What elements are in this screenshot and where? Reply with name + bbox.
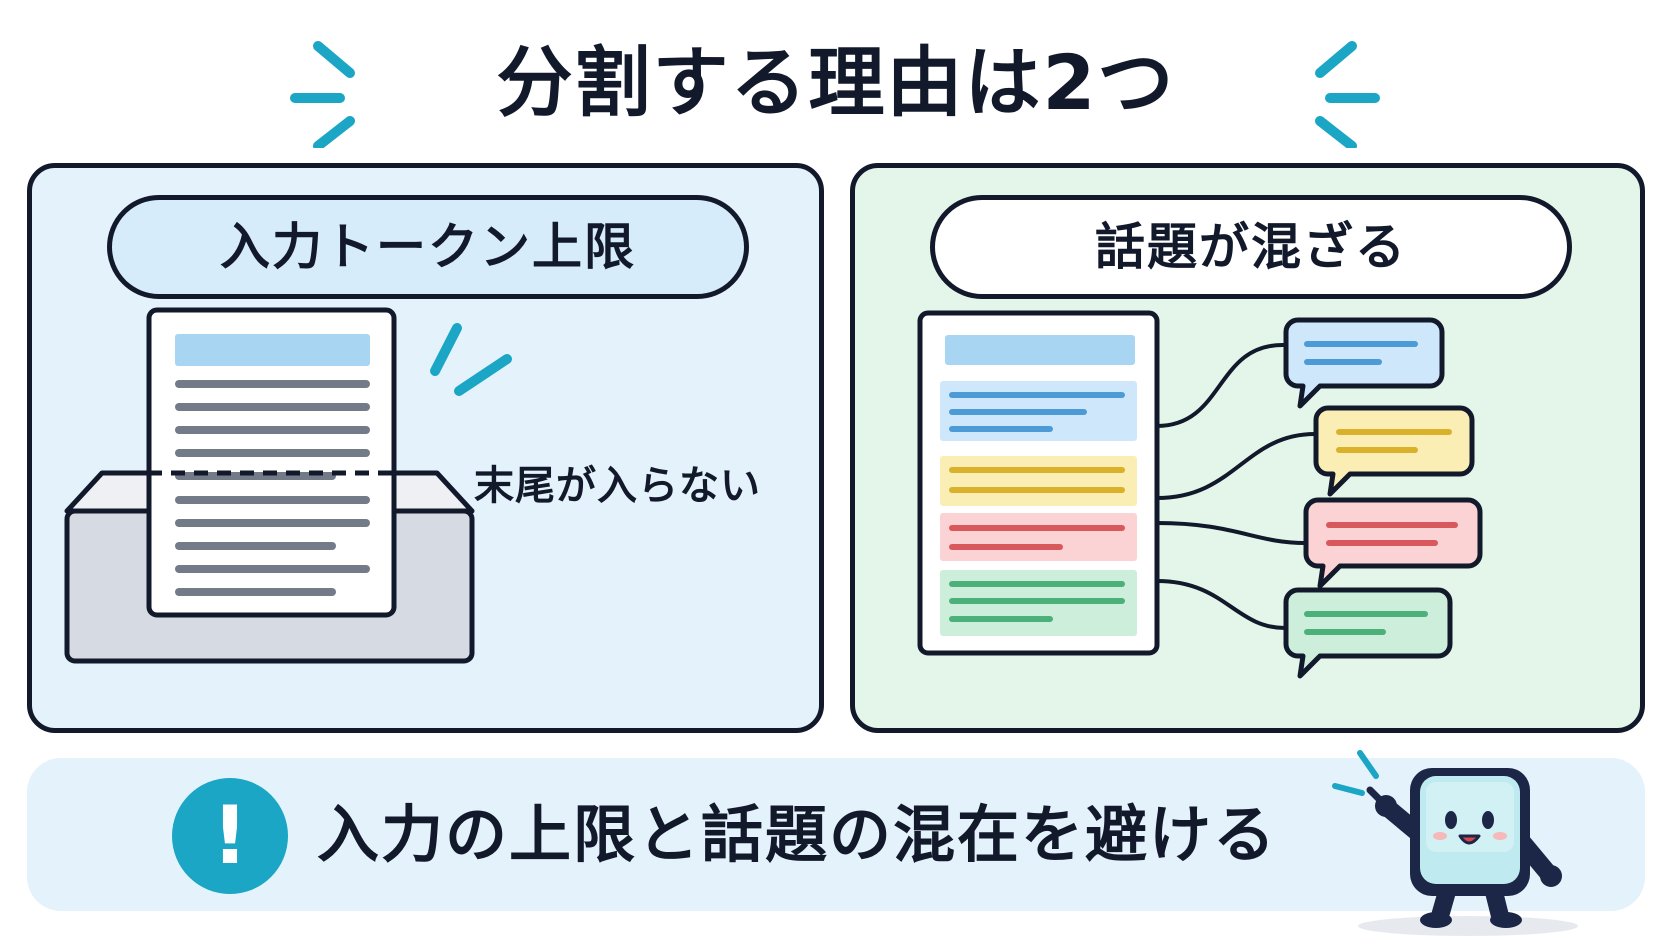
- token-limit-panel: 入力トークン上限: [27, 163, 824, 733]
- mascot-icon: [1332, 750, 1578, 936]
- speech-bubble-green-icon: [1283, 587, 1453, 679]
- speech-bubble-blue-icon: [1283, 317, 1445, 409]
- mixed-topics-panel: 話題が混ざる: [850, 163, 1645, 733]
- topic-block-red: [940, 513, 1137, 561]
- overflow-caption: 末尾が入らない: [474, 463, 761, 509]
- mixed-topics-heading: 話題が混ざる: [930, 195, 1572, 299]
- topic-connectors: [1156, 342, 1316, 630]
- token-limit-illustration: [64, 307, 512, 664]
- alert-sparkle-icon: [430, 323, 512, 396]
- speech-bubble-red-icon: [1303, 497, 1483, 589]
- mixed-topics-illustration: [917, 310, 1483, 679]
- token-limit-heading: 入力トークン上限: [107, 195, 749, 299]
- sparkle-left-icon: [290, 41, 355, 148]
- speech-bubble-yellow-icon: [1313, 405, 1475, 497]
- page-title: 分割する理由は2つ: [496, 38, 1176, 127]
- summary-text: 入力の上限と話題の混在を避ける: [317, 798, 1278, 871]
- warning-icon: !: [172, 778, 288, 894]
- document-icon: [917, 310, 1160, 656]
- document-icon: [146, 307, 397, 618]
- topic-block-yellow: [940, 456, 1137, 506]
- summary-banner: ! 入力の上限と話題の混在を避ける: [27, 758, 1645, 911]
- sparkle-right-icon: [1315, 41, 1380, 148]
